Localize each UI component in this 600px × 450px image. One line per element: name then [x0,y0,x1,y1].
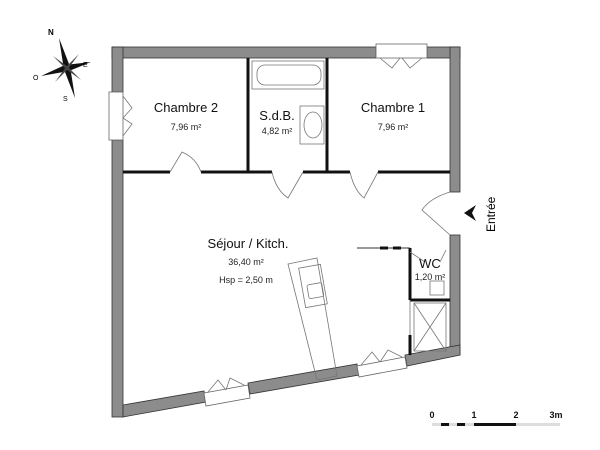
compass-south: S [63,96,68,103]
scale-tick-0: 0 [429,410,434,420]
toilet [429,280,445,296]
interior-walls [123,58,450,355]
kitchen-sink [298,263,328,309]
bathtub [251,60,325,90]
room-name-chambre-2: Chambre 2 [154,100,218,115]
room-name-chambre-1: Chambre 1 [361,100,425,115]
scale-bar: 0 1 2 3m [429,410,563,426]
compass-north: N [48,28,54,37]
window-bottom-1 [203,384,251,407]
room-area-chambre-2: 7,96 m² [171,122,202,132]
room-name-sdb: S.d.B. [259,108,294,123]
scale-tick-1: 1 [471,410,476,420]
entrance-arrow-icon [464,205,476,221]
room-area-wc: 1,20 m² [415,272,446,282]
windows [108,43,428,407]
shower [413,302,447,352]
window-top [375,43,428,59]
sink [299,105,325,145]
room-name-sejour: Séjour / Kitch. [208,236,289,251]
room-area-chambre-1: 7,96 m² [378,122,409,132]
scale-tick-2: 2 [513,410,518,420]
room-name-wc: WC [419,256,441,271]
compass-rose-icon: N E S O [33,28,91,103]
compass-east: E [83,62,88,69]
scale-tick-3: 3m [549,410,562,420]
window-left [108,91,124,141]
entrance-label: Entrée [484,196,498,232]
window-bottom-2 [356,356,408,378]
kitchen-counter [287,257,338,381]
room-height-sejour: Hsp = 2,50 m [219,275,273,285]
compass-west: O [33,75,39,82]
room-area-sejour: 36,40 m² [228,257,264,267]
fixtures [251,60,447,381]
doors [169,151,451,263]
room-area-sdb: 4,82 m² [262,126,293,136]
